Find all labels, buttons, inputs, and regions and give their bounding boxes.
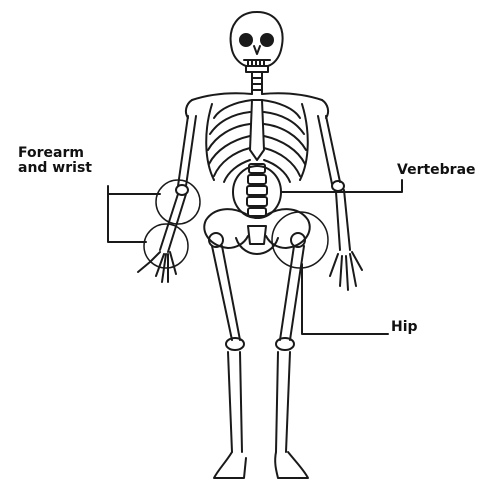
lumbar-spine — [233, 164, 281, 218]
cervical-spine — [252, 72, 262, 94]
left-arm — [318, 116, 362, 290]
forearm-wrist-label: Forearm and wrist — [18, 146, 92, 176]
rib-cage — [206, 100, 308, 182]
forearm-label-line2: and wrist — [18, 161, 92, 176]
leader-forearm — [108, 186, 160, 242]
legs — [209, 233, 308, 478]
hip-label: Hip — [391, 320, 418, 335]
vertebrae-label: Vertebrae — [397, 163, 476, 178]
leader-hip — [302, 264, 388, 334]
leader-lines — [108, 180, 402, 334]
skull — [231, 12, 283, 72]
forearm-label-line1: Forearm — [18, 146, 92, 161]
